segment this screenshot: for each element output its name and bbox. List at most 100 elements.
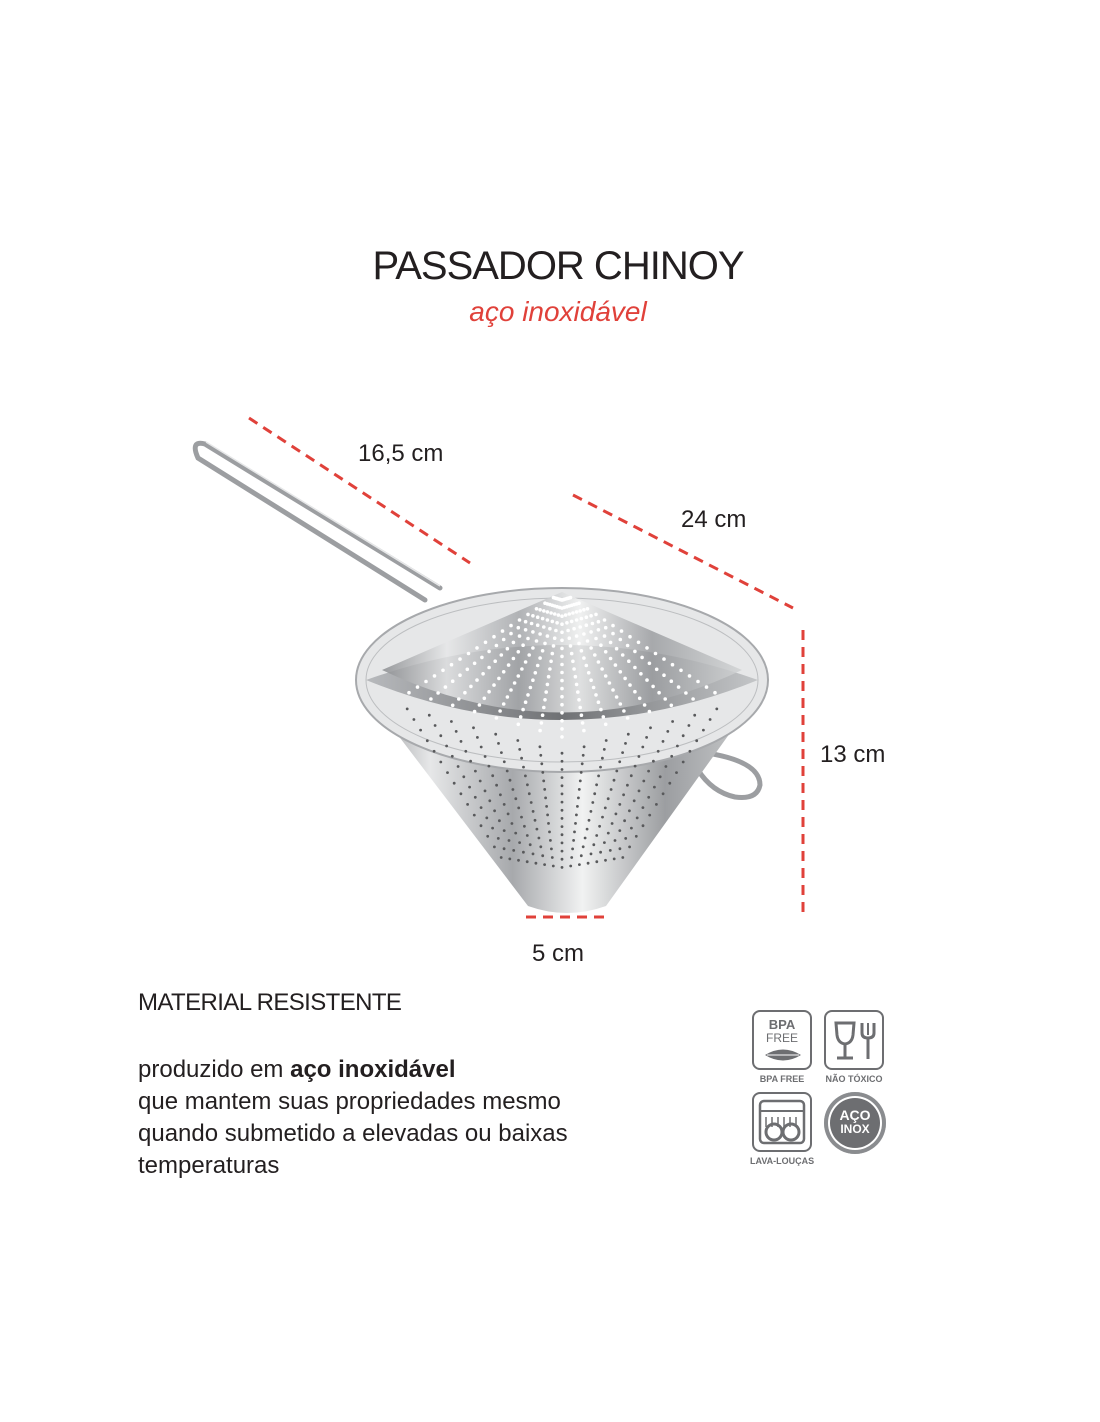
perforation-hole <box>543 788 547 791</box>
perforation-hole <box>436 691 440 695</box>
perforation-hole <box>493 845 496 849</box>
perforation-hole <box>529 801 533 804</box>
perforation-hole <box>499 856 503 859</box>
perforation-hole <box>560 735 564 739</box>
dimension-handle-label: 16,5 cm <box>358 440 444 467</box>
perforation-hole <box>492 683 496 687</box>
perforation-hole <box>571 659 575 664</box>
perforation-hole <box>704 685 709 689</box>
perforation-hole <box>554 628 558 633</box>
perforation-hole <box>647 709 652 714</box>
perforation-hole <box>645 736 648 739</box>
perforation-hole <box>478 779 482 783</box>
perforation-hole <box>581 753 585 757</box>
perforation-hole <box>623 676 627 681</box>
perforation-hole <box>531 852 535 856</box>
perforation-hole <box>524 774 527 778</box>
perforation-hole <box>548 626 552 631</box>
perforation-hole <box>622 709 626 713</box>
perforation-hole <box>527 653 531 657</box>
perforation-hole <box>439 734 443 738</box>
perforation-hole <box>578 779 582 783</box>
perforation-hole <box>545 618 550 622</box>
perforation-hole <box>653 651 658 656</box>
perforation-hole <box>579 616 584 621</box>
perforation-hole <box>560 702 564 707</box>
perforation-hole <box>552 612 557 616</box>
perforation-hole <box>572 626 576 631</box>
perforation-hole <box>446 771 449 774</box>
perforation-hole <box>598 824 601 828</box>
perforation-hole <box>449 662 454 667</box>
perforation-hole <box>526 612 530 617</box>
perforation-hole <box>601 756 604 760</box>
perforation-hole <box>521 643 525 647</box>
perforation-hole <box>498 819 501 823</box>
perforation-hole <box>487 764 491 768</box>
perforation-hole <box>560 776 564 779</box>
perforation-hole <box>560 670 564 675</box>
perforation-hole <box>531 630 535 634</box>
perforation-hole <box>681 734 685 738</box>
desc-line-2: que mantem suas propriedades mesmo <box>138 1088 561 1115</box>
perforation-hole <box>633 649 637 654</box>
perforation-hole <box>543 863 546 866</box>
perforation-hole <box>505 646 510 651</box>
perforation-hole <box>713 690 717 695</box>
perforation-hole <box>462 775 466 779</box>
perforation-hole <box>538 728 542 733</box>
perforation-hole <box>528 685 533 690</box>
perforation-hole <box>607 681 612 685</box>
perforation-hole <box>630 826 633 830</box>
perforation-hole <box>517 634 522 638</box>
perforation-hole <box>481 672 485 676</box>
perforation-hole <box>425 739 429 743</box>
perforation-hole <box>582 745 586 749</box>
perforation-hole <box>571 611 575 615</box>
perforation-hole <box>531 810 535 813</box>
perforation-hole <box>570 856 574 859</box>
perforation-hole <box>560 841 564 845</box>
perforation-hole <box>517 806 521 810</box>
perforation-hole <box>548 667 552 671</box>
perforation-hole <box>626 783 629 787</box>
perforation-hole <box>614 812 618 816</box>
perforation-hole <box>671 720 674 723</box>
perforation-hole <box>551 864 555 868</box>
perforation-hole <box>597 774 600 778</box>
perforation-hole <box>620 653 625 657</box>
perforation-hole <box>589 810 593 813</box>
badge-aco-inox: AÇO INOX <box>824 1092 888 1154</box>
perforation-hole <box>618 670 623 674</box>
perforation-hole <box>579 771 583 774</box>
perforation-hole <box>574 618 579 622</box>
perforation-hole <box>508 778 512 782</box>
perforation-hole <box>474 769 477 773</box>
perforation-hole <box>604 858 607 862</box>
perforation-hole <box>574 682 579 687</box>
perforation-hole <box>595 783 598 787</box>
perforation-hole <box>608 656 613 661</box>
perforation-hole <box>586 861 590 865</box>
perforation-hole <box>479 824 483 828</box>
perforation-hole <box>560 759 564 763</box>
perforation-hole <box>541 854 545 858</box>
perforation-hole <box>688 749 692 753</box>
perforation-hole <box>429 697 433 701</box>
perforation-hole <box>495 783 498 787</box>
perforation-hole <box>516 739 520 742</box>
perforation-hole <box>544 690 548 694</box>
perforation-hole <box>538 656 542 660</box>
perforation-hole <box>594 636 598 641</box>
perforation-hole <box>432 674 437 678</box>
perforation-hole <box>523 660 528 664</box>
desc-prefix: produzido em <box>138 1056 291 1083</box>
perforation-hole <box>542 609 546 613</box>
perforation-hole <box>549 611 553 615</box>
perforation-hole <box>533 818 537 822</box>
dimension-tip-label: 5 cm <box>532 940 585 967</box>
perforation-hole <box>560 719 564 723</box>
perforation-hole <box>560 662 564 667</box>
perforation-hole <box>540 649 545 653</box>
perforation-hole <box>560 800 564 804</box>
